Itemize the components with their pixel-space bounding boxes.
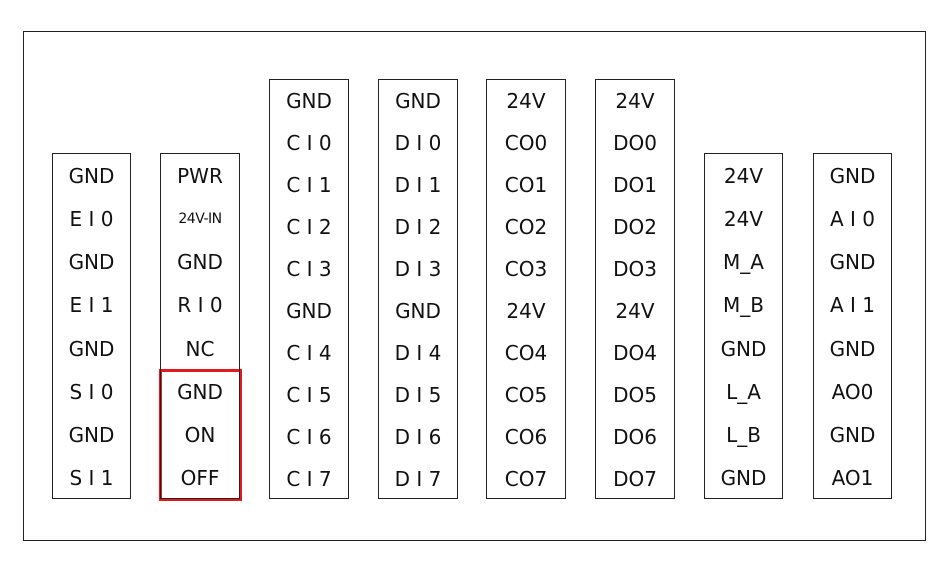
pin-label: D I 2 <box>394 215 442 239</box>
pin-label: GND <box>177 250 223 275</box>
pin-label: R I 0 <box>177 293 223 318</box>
pin-label: D I 5 <box>394 383 442 407</box>
pin-label: GND <box>68 163 115 188</box>
pin-label: CO0 <box>504 131 548 155</box>
pin-label: D I 1 <box>394 173 442 197</box>
pin-label: NC <box>185 336 215 361</box>
pin-label: DO0 <box>613 131 657 155</box>
pin-label: 24V <box>506 89 546 113</box>
pin-label: OFF <box>180 466 220 491</box>
pin-label: AO0 <box>831 379 874 404</box>
pin-label: 24V <box>723 163 764 188</box>
pin-label: C I 7 <box>286 467 332 491</box>
pin-label: M_B <box>723 293 764 318</box>
pin-label: 24V <box>615 299 655 323</box>
pin-label: CO4 <box>504 341 548 365</box>
pin-label: C I 3 <box>286 257 332 281</box>
pin-label: D I 6 <box>394 425 442 449</box>
pin-label: 24V <box>506 299 546 323</box>
pin-label: GND <box>829 423 876 448</box>
pin-label: 24V <box>723 206 764 231</box>
pin-label: DO7 <box>613 467 657 491</box>
terminal-block-di: GND D I 0 D I 1 D I 2 D I 3 GND D I 4 D I 5 D I … <box>378 79 458 499</box>
pin-label: C I 5 <box>286 383 332 407</box>
pin-label: 24V <box>615 89 655 113</box>
terminal-block-ci: GND C I 0 C I 1 C I 2 C I 3 GND C I 4 C I 5 C I … <box>269 79 349 499</box>
pin-label: DO2 <box>613 215 657 239</box>
pin-label: C I 2 <box>286 215 332 239</box>
pin-label: GND <box>286 299 332 323</box>
pin-label: DO4 <box>613 341 657 365</box>
pin-label: GND <box>395 299 441 323</box>
pin-label: GND <box>720 336 767 361</box>
pin-label: S I 0 <box>69 379 114 404</box>
terminal-block-pwr: PWR 24V-IN GND R I 0 NC GND ON OFF <box>160 153 240 499</box>
pin-label: A I 1 <box>829 293 876 318</box>
pin-label: GND <box>720 466 767 491</box>
pin-label: GND <box>286 89 332 113</box>
pin-label: D I 3 <box>394 257 442 281</box>
pin-label: CO6 <box>504 425 548 449</box>
pin-label: A I 0 <box>829 206 876 231</box>
pin-label: CO1 <box>504 173 548 197</box>
pin-label: C I 4 <box>286 341 332 365</box>
pin-label: C I 1 <box>286 173 332 197</box>
pin-label: AO1 <box>831 466 874 491</box>
pin-label: CO3 <box>504 257 548 281</box>
pin-label: DO1 <box>613 173 657 197</box>
pin-label: DO6 <box>613 425 657 449</box>
terminal-block-m: 24V 24V M_A M_B GND L_A L_B GND <box>704 153 783 499</box>
terminal-board <box>23 31 926 541</box>
pin-label: GND <box>829 250 876 275</box>
pin-label: ON <box>184 423 216 448</box>
pin-label: PWR <box>177 163 223 188</box>
pin-label: C I 6 <box>286 425 332 449</box>
pin-label: GND <box>177 379 223 404</box>
pin-label: D I 4 <box>394 341 442 365</box>
pin-label: GND <box>68 423 115 448</box>
pin-label: C I 0 <box>286 131 332 155</box>
pin-label: S I 1 <box>69 466 114 491</box>
pin-label: L_A <box>726 379 761 404</box>
pin-label: GND <box>395 89 441 113</box>
pin-label: DO5 <box>613 383 657 407</box>
pin-label: GND <box>829 163 876 188</box>
pin-label: CO2 <box>504 215 548 239</box>
pin-label: DO3 <box>613 257 657 281</box>
pin-label: D I 7 <box>394 467 442 491</box>
terminal-block-e: GND E I 0 GND E I 1 GND S I 0 GND S I 1 <box>52 153 131 499</box>
pin-label: GND <box>68 336 115 361</box>
pin-label: M_A <box>723 250 764 275</box>
pin-label: GND <box>829 336 876 361</box>
pin-label: CO5 <box>504 383 548 407</box>
pin-label: D I 0 <box>394 131 442 155</box>
pin-label: E I 1 <box>69 293 114 318</box>
pin-label: GND <box>68 250 115 275</box>
pin-label: CO7 <box>504 467 548 491</box>
pin-label: E I 0 <box>69 206 114 231</box>
pin-label: L_B <box>726 423 761 448</box>
pin-label: 24V-IN <box>178 210 222 227</box>
